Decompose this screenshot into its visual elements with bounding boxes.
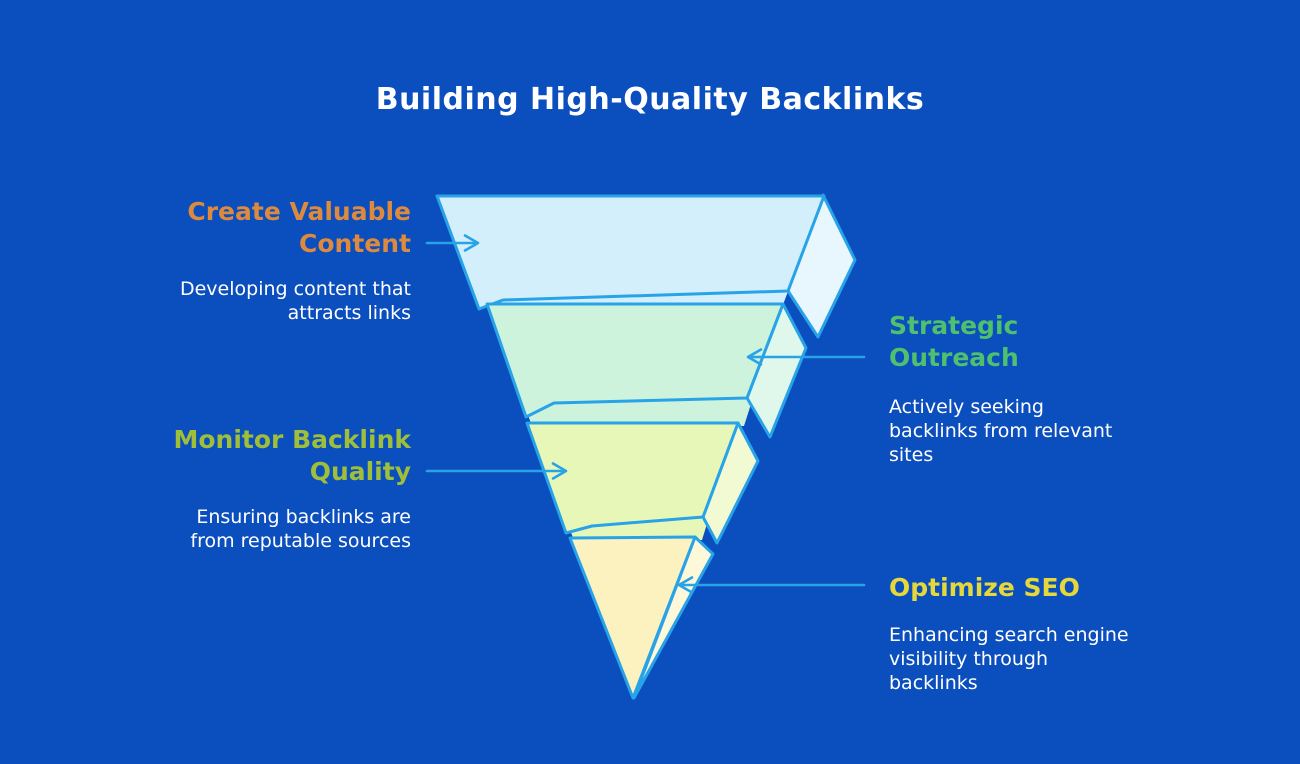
description-create-valuable-content: Developing content that attracts links xyxy=(179,278,411,324)
funnel-layer-2-front xyxy=(485,302,785,419)
page-title: Building High-Quality Backlinks xyxy=(375,82,925,117)
arrow-optimize-seo xyxy=(677,576,866,594)
funnel-shapes xyxy=(435,193,857,700)
label-create-valuable-content: Create Valuable Content xyxy=(187,197,411,258)
funnel-layer-4-front xyxy=(568,535,697,700)
label-optimize-seo: Optimize SEO xyxy=(889,573,1080,602)
description-optimize-seo: Enhancing search engine visibility throu… xyxy=(889,624,1129,694)
funnel-layer-3-front xyxy=(525,421,740,535)
description-strategic-outreach: Actively seeking backlinks from relevant… xyxy=(889,396,1113,466)
arrow-monitor-backlink-quality xyxy=(425,462,568,480)
funnel-layer-1-front xyxy=(435,194,826,311)
arrow-create-valuable-content xyxy=(425,234,480,252)
callout-arrows xyxy=(425,234,866,594)
arrow-strategic-outreach xyxy=(746,348,866,366)
label-strategic-outreach: Strategic Outreach xyxy=(889,311,1019,372)
description-monitor-backlink-quality: Ensuring backlinks are from reputable so… xyxy=(190,506,411,552)
label-monitor-backlink-quality: Monitor Backlink Quality xyxy=(173,425,411,486)
